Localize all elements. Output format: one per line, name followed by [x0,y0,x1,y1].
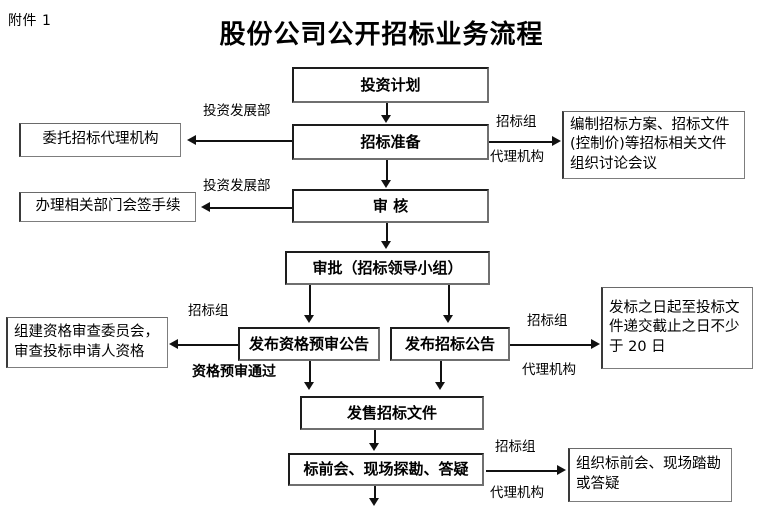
connector-premeeting-to-organize [486,470,558,472]
line-2: 或答疑 [576,476,620,492]
node-bid-period[interactable]: 发标之日起至投标文 件递交截止之日不少 于 20 日 [601,287,753,369]
node-investment-plan-label: 投资计划 [360,75,421,94]
edge-label-agency-1: 代理机构 [490,149,544,165]
node-organize-meeting-lines: 组织标前会、现场踏勘 或答疑 [576,455,725,494]
line-3: 于 20 日 [609,338,666,355]
node-issue-bid-documents[interactable]: 发售招标文件 [300,396,484,430]
arrowhead-approval-to-prequalification [304,315,314,323]
connector-review-to-countersign [210,207,292,209]
arrowhead-prep-to-prepare-docs [552,136,561,146]
node-approval[interactable]: 审批（招标领导小组） [285,251,490,285]
attachment-label: 附件 1 [8,13,52,29]
arrowhead-prep-to-review [381,180,391,188]
connector-approval-branch-left-stem [309,285,311,317]
node-bid-announcement-label: 发布招标公告 [404,334,495,353]
line-1: 编制招标方案、招标文件 [570,116,730,133]
connector-prequalification-to-issue [309,361,311,383]
connector-approval-branch-right-stem [448,285,450,317]
connector-premeeting-to-next [374,486,376,500]
arrowhead-review-to-approval [381,241,391,249]
arrowhead-prep-to-entrust [187,135,196,145]
edge-label-bid-group-1: 招标组 [496,114,537,130]
connector-announcement-to-bid-period [510,344,592,346]
connector-prep-to-entrust [196,140,292,142]
edge-label-prequalified: 资格预审通过 [192,364,276,380]
line-2: 审查投标申请人资格 [14,343,145,360]
node-countersign[interactable]: 办理相关部门会签手续 [19,192,196,222]
connector-review-to-approval [386,223,388,242]
node-entrust-agency[interactable]: 委托招标代理机构 [19,123,181,157]
connector-prequalification-to-committee [178,344,238,346]
arrowhead-approval-to-announcement [443,315,453,323]
arrowhead-premeeting-to-next [369,498,379,506]
node-investment-plan[interactable]: 投资计划 [292,67,489,103]
node-bid-period-lines: 发标之日起至投标文 件递交截止之日不少 于 20 日 [609,299,746,358]
node-bid-preparation-label: 招标准备 [360,132,421,151]
node-prequalification-notice-label: 发布资格预审公告 [248,334,369,353]
edge-label-agency-2: 代理机构 [522,362,576,378]
node-bid-preparation[interactable]: 招标准备 [292,124,489,160]
edge-label-bid-group-4: 招标组 [495,439,536,455]
node-bid-announcement[interactable]: 发布招标公告 [390,327,510,361]
node-prepare-documents-lines: 编制招标方案、招标文件 (控制价)等招标相关文件 组织讨论会议 [570,116,738,175]
arrowhead-announcement-to-issue [435,382,445,390]
edge-label-agency-3: 代理机构 [490,485,544,501]
edge-label-invest-dept-2: 投资发展部 [203,178,271,194]
line-1: 组织标前会、现场踏勘 [576,456,721,473]
arrowhead-prequalification-to-committee [169,339,178,349]
line-3: 组织讨论会议 [570,155,657,172]
arrowhead-announcement-to-bid-period [591,339,600,349]
line-1: 发标之日起至投标文 [609,299,740,316]
node-review-label: 审 核 [372,196,409,215]
page-title: 股份公司公开招标业务流程 [0,14,763,51]
arrowhead-issue-to-premeeting [369,443,379,451]
connector-announcement-to-issue [440,361,442,383]
arrowhead-review-to-countersign [201,202,210,212]
arrowhead-plan-to-prep [381,115,391,123]
connector-prep-to-prepare-docs [489,141,553,143]
page-title-text: 股份公司公开招标业务流程 [219,20,544,50]
line-1: 组建资格审查委员会， [14,323,159,340]
node-review[interactable]: 审 核 [292,189,489,223]
connector-plan-to-prep [386,103,388,116]
line-2: (控制价)等招标相关文件 [570,136,727,153]
line-2: 件递交截止之日不少 [609,319,740,336]
node-organize-meeting[interactable]: 组织标前会、现场踏勘 或答疑 [568,448,732,502]
connector-issue-to-premeeting [374,430,376,444]
node-qualification-committee[interactable]: 组建资格审查委员会， 审查投标申请人资格 [6,317,168,368]
edge-label-bid-group-3: 招标组 [527,313,568,329]
node-pre-bid-meeting-label: 标前会、现场探勘、答疑 [303,460,469,479]
node-issue-bid-documents-label: 发售招标文件 [346,403,437,422]
node-prequalification-notice[interactable]: 发布资格预审公告 [238,327,380,361]
connector-prep-to-review [386,160,388,181]
node-qualification-committee-lines: 组建资格审查委员会， 审查投标申请人资格 [14,323,161,362]
edge-label-bid-group-2: 招标组 [188,303,229,319]
node-prepare-documents[interactable]: 编制招标方案、招标文件 (控制价)等招标相关文件 组织讨论会议 [562,111,745,179]
node-countersign-label: 办理相关部门会签手续 [35,198,181,215]
node-entrust-agency-label: 委托招标代理机构 [42,131,159,148]
edge-label-invest-dept-1: 投资发展部 [203,103,271,119]
node-pre-bid-meeting[interactable]: 标前会、现场探勘、答疑 [288,453,484,486]
arrowhead-prequalification-to-issue [304,382,314,390]
arrowhead-premeeting-to-organize [557,465,566,475]
node-approval-label: 审批（招标领导小组） [312,258,463,277]
